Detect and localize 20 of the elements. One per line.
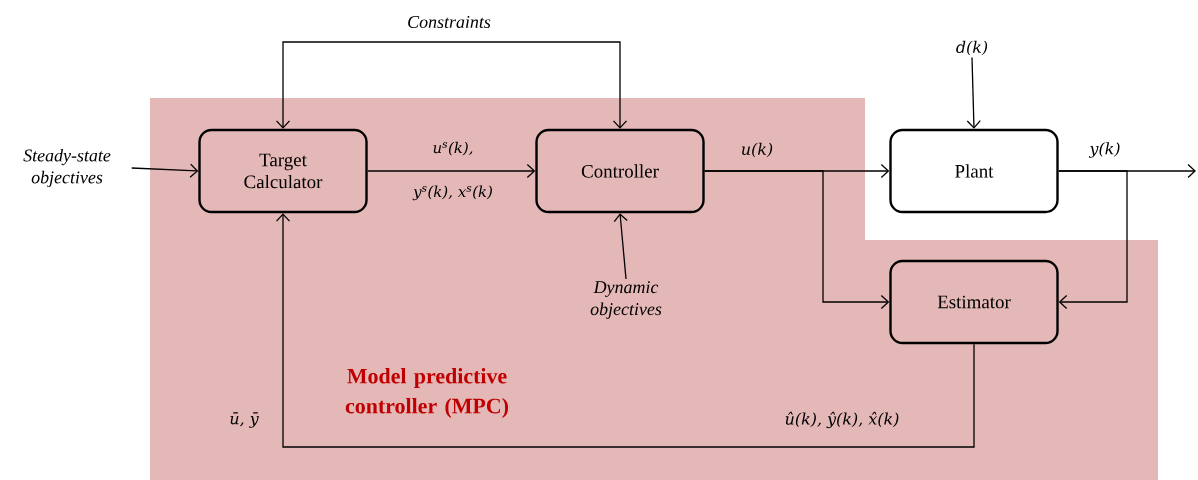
input-text: Steady-state objectives <box>23 148 111 188</box>
arrow <box>275 213 975 448</box>
arrow <box>451 41 628 129</box>
arrow <box>275 41 453 129</box>
process-box: Target Calculator <box>198 128 368 214</box>
input-text: Dynamic objectives <box>590 281 662 319</box>
arrow <box>966 56 981 129</box>
process-box: Estimator <box>889 259 1059 345</box>
arrow <box>704 170 890 310</box>
arrow <box>613 213 628 280</box>
arrow <box>367 163 536 179</box>
disturbance-text: d(k) <box>956 40 988 56</box>
edge-label: u$^{s}$(k), y$^{s}$(k), x$^{s}$(k) <box>412 141 492 201</box>
process-box: Controller <box>535 128 705 214</box>
signal-label: Constraints <box>408 15 491 29</box>
arrow <box>131 163 199 178</box>
process-box: Plant <box>889 128 1059 214</box>
edge-label: y(k) <box>1088 141 1122 159</box>
signal-label: ū, ȳ <box>228 411 260 429</box>
arrow <box>1058 170 1128 310</box>
